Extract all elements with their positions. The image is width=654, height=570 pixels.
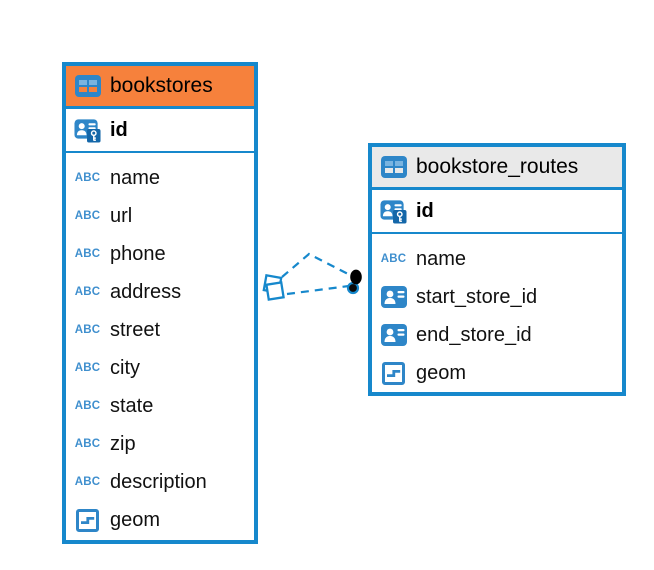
column-row-state[interactable]: ABC state	[66, 387, 254, 425]
abc-icon: ABC	[74, 248, 101, 260]
column-label: address	[110, 280, 182, 303]
column-label: zip	[110, 432, 136, 455]
column-label: name	[110, 166, 161, 189]
column-label: geom	[416, 361, 467, 384]
abc-icon: ABC	[380, 253, 407, 265]
column-row-name[interactable]: ABC name	[372, 240, 622, 278]
geometry-icon	[380, 361, 407, 385]
column-label: phone	[110, 242, 166, 265]
column-row-description[interactable]: ABC description	[66, 463, 254, 501]
column-row-geom[interactable]: geom	[372, 354, 622, 392]
table-icon	[380, 156, 407, 178]
pk-row-id[interactable]: id	[372, 190, 622, 234]
column-label: start_store_id	[416, 285, 538, 308]
relationship-line-lower[interactable]	[286, 284, 350, 296]
pk-column-label: id	[110, 118, 128, 141]
column-row-end-store-id[interactable]: end_store_id	[372, 316, 622, 354]
person-key-icon	[74, 117, 101, 143]
table-bookstore-routes[interactable]: bookstore_routes id	[368, 143, 626, 396]
abc-icon: ABC	[74, 476, 101, 488]
table-title: bookstore_routes	[416, 155, 579, 178]
column-label: end_store_id	[416, 323, 532, 346]
column-label: description	[110, 470, 207, 493]
column-label: street	[110, 318, 161, 341]
pk-column-label: id	[416, 199, 434, 222]
abc-icon: ABC	[74, 172, 101, 184]
table-bookstores-header[interactable]: bookstores	[66, 66, 254, 109]
columns-section: ABC name start_store_id	[372, 234, 622, 392]
column-label: state	[110, 394, 154, 417]
person-icon	[380, 324, 407, 346]
column-row-url[interactable]: ABC url	[66, 197, 254, 235]
relationship-line-upper[interactable]	[281, 252, 353, 278]
column-row-zip[interactable]: ABC zip	[66, 425, 254, 463]
fk-ring-dot	[346, 281, 360, 295]
column-row-name[interactable]: ABC name	[66, 159, 254, 197]
abc-icon: ABC	[74, 362, 101, 374]
table-bookstore-routes-header[interactable]: bookstore_routes	[372, 147, 622, 190]
columns-section: ABC name ABC url ABC phone ABC address A…	[66, 153, 254, 540]
column-row-address[interactable]: ABC address	[66, 273, 254, 311]
abc-icon: ABC	[74, 324, 101, 336]
column-row-start-store-id[interactable]: start_store_id	[372, 278, 622, 316]
fk-end-dot	[350, 269, 362, 285]
table-icon	[74, 75, 101, 97]
person-icon	[380, 286, 407, 308]
geometry-icon	[74, 508, 101, 532]
fk-diamond-front	[265, 281, 285, 301]
column-label: url	[110, 204, 133, 227]
column-row-street[interactable]: ABC street	[66, 311, 254, 349]
pk-row-id[interactable]: id	[66, 109, 254, 153]
column-label: name	[416, 247, 467, 270]
column-row-geom[interactable]: geom	[66, 501, 254, 539]
table-title: bookstores	[110, 74, 213, 97]
abc-icon: ABC	[74, 210, 101, 222]
abc-icon: ABC	[74, 438, 101, 450]
column-row-city[interactable]: ABC city	[66, 349, 254, 387]
column-row-phone[interactable]: ABC phone	[66, 235, 254, 273]
person-key-icon	[380, 198, 407, 224]
column-label: geom	[110, 508, 161, 531]
relationship-connector[interactable]	[262, 252, 362, 301]
abc-icon: ABC	[74, 400, 101, 412]
abc-icon: ABC	[74, 286, 101, 298]
table-bookstores[interactable]: bookstores id ABC	[62, 62, 258, 544]
column-label: city	[110, 356, 140, 379]
fk-diamond-back	[262, 273, 283, 295]
